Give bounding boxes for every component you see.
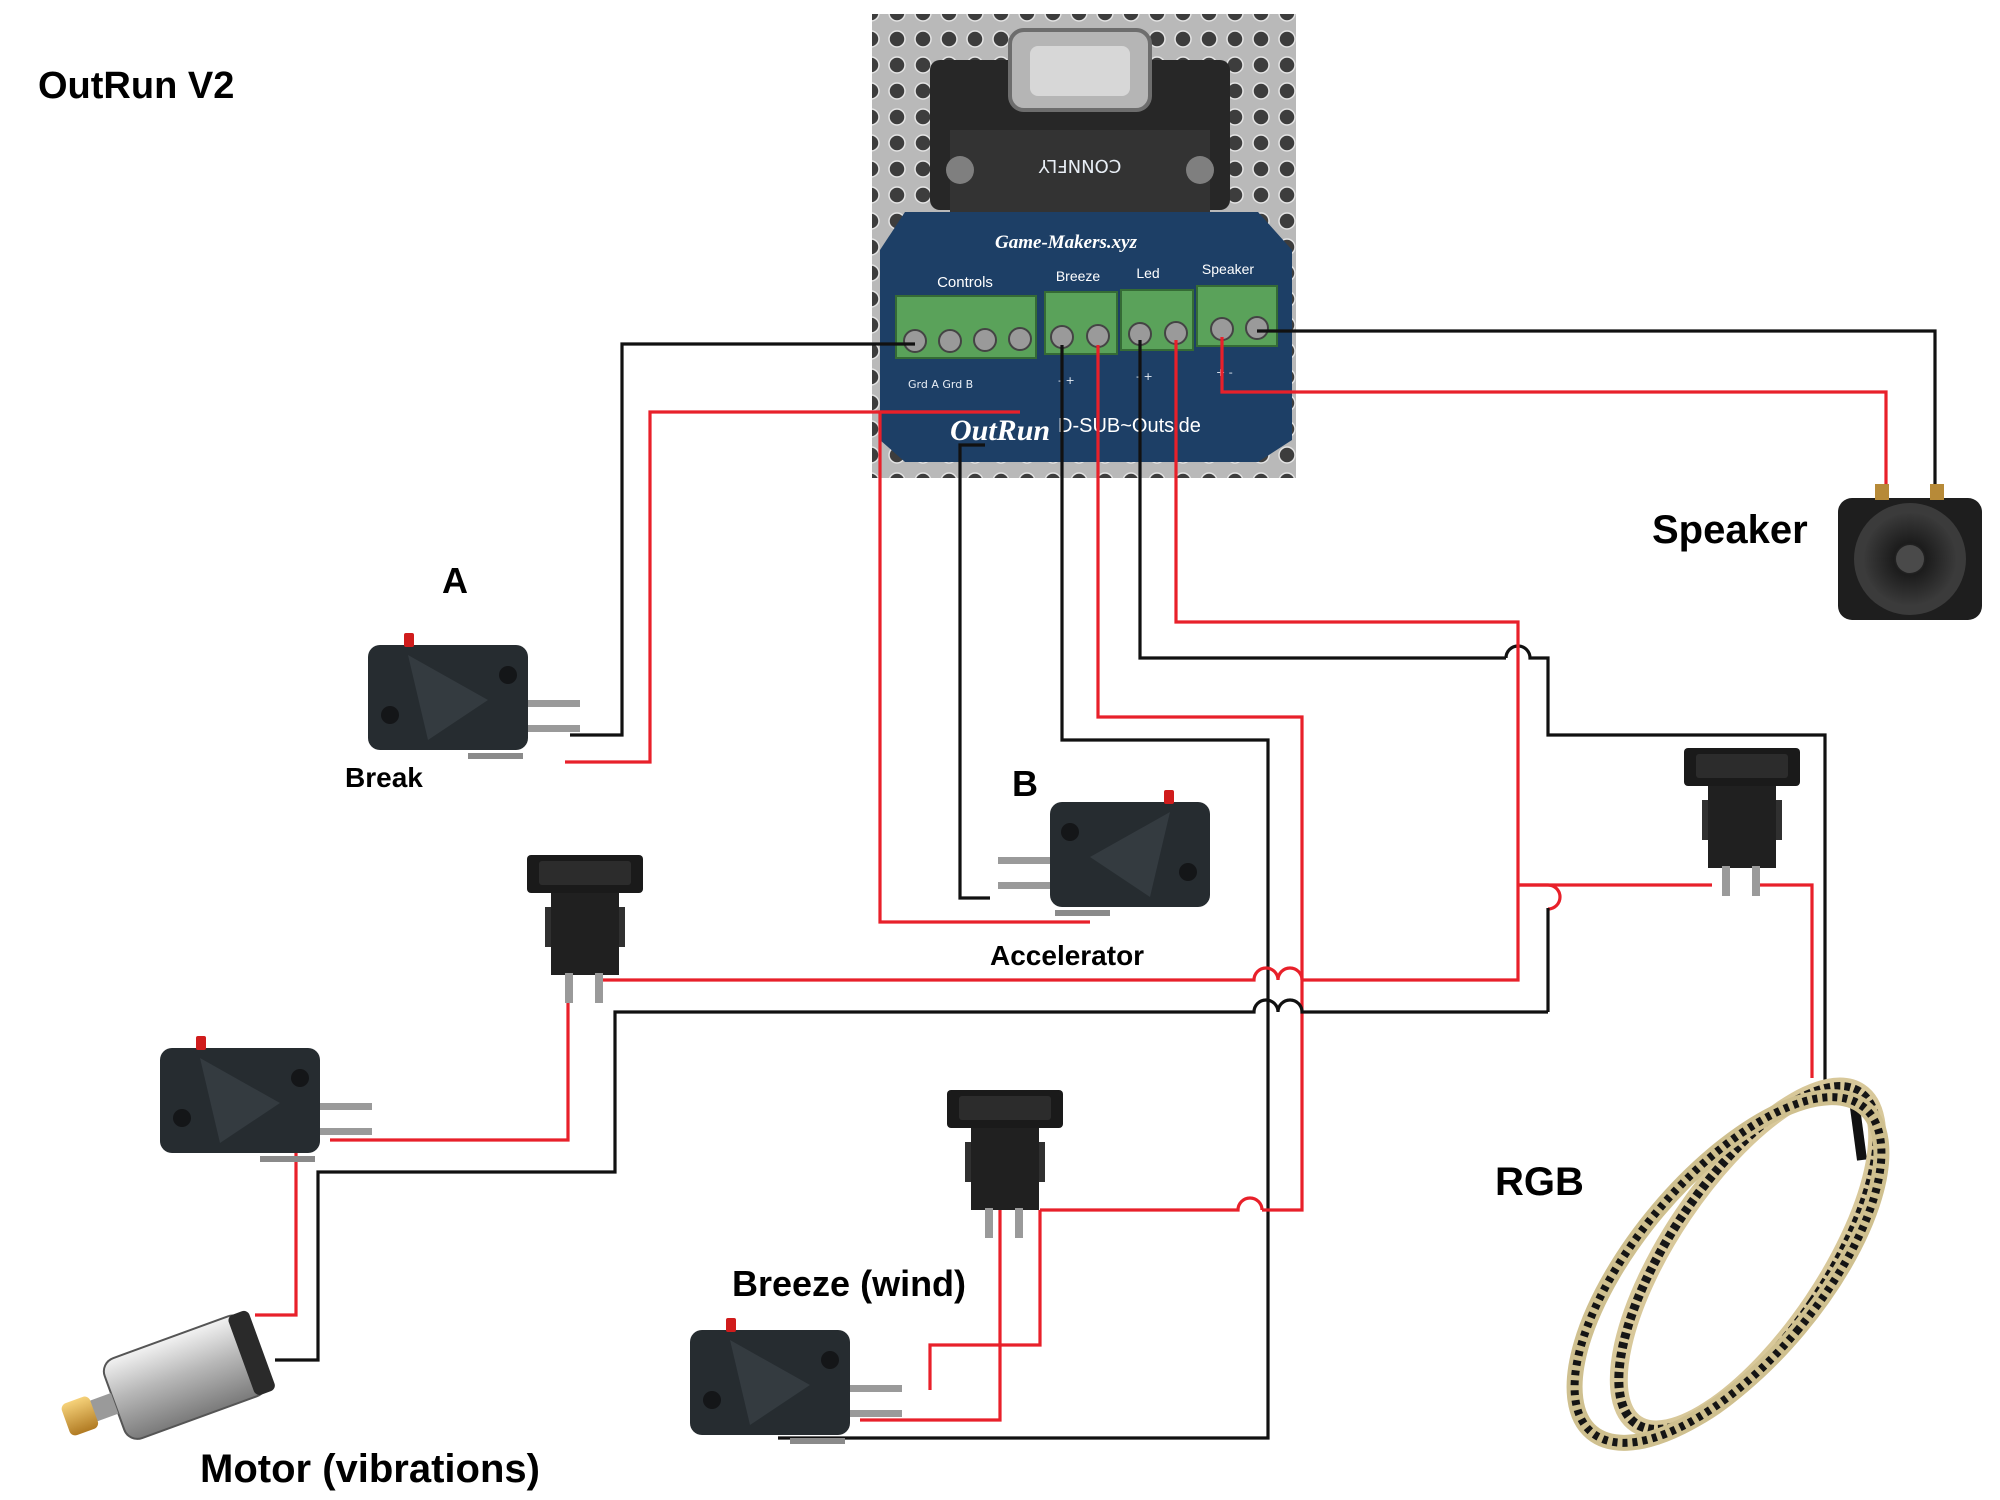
label-speaker: Speaker bbox=[1652, 508, 1808, 552]
wire-break-signal bbox=[565, 410, 950, 764]
wire-led-positive-a bbox=[1174, 340, 1520, 885]
terminal-group-label-speaker: Speaker bbox=[1202, 261, 1254, 277]
wires bbox=[255, 329, 1937, 1440]
board-brand: Game-Makers.xyz bbox=[995, 232, 1138, 253]
vibration-motor-icon: Motor (vibrations) bbox=[61, 1310, 540, 1491]
microswitch-accelerator: B Accelerator bbox=[990, 763, 1210, 971]
wire-led-ground-b bbox=[1504, 644, 1827, 1085]
connector-marking: CONNFLY bbox=[1038, 155, 1122, 176]
wire-motor-ground bbox=[275, 998, 1548, 1362]
terminal-group-label-led: Led bbox=[1136, 265, 1159, 281]
wire-speaker-positive bbox=[1220, 337, 1888, 485]
wire-speaker-negative bbox=[1257, 329, 1937, 485]
label-break: Break bbox=[345, 762, 423, 793]
wire-led-positive-b bbox=[1302, 885, 1520, 982]
terminal-group-label-controls: Controls bbox=[937, 274, 993, 291]
terminal-block-speaker bbox=[1196, 285, 1278, 347]
label-motor: Motor (vibrations) bbox=[200, 1447, 540, 1491]
terminal-block-controls bbox=[895, 295, 1037, 359]
label-accelerator: Accelerator bbox=[990, 940, 1144, 971]
pin-labels-speaker: + - bbox=[1216, 366, 1233, 379]
wire-breeze-switch-out bbox=[860, 1210, 1002, 1422]
wire-accelerator-signal bbox=[878, 410, 1090, 924]
terminal-group-label-breeze: Breeze bbox=[1056, 268, 1101, 284]
wire-accelerator-ground bbox=[958, 443, 990, 900]
wire-breeze-positive bbox=[1096, 345, 1304, 1212]
dsub-connector: CONNFLY bbox=[930, 28, 1230, 212]
wire-motor-switch-out bbox=[330, 980, 570, 1142]
wire-breeze-crossover bbox=[1040, 1196, 1264, 1212]
speaker-icon: Speaker bbox=[1652, 484, 1982, 620]
board-caption: D-SUB~Outside bbox=[1058, 415, 1201, 437]
controller-board: CONNFLY Game-Makers.xyz Controls Breeze … bbox=[872, 14, 1296, 478]
diagram-title: OutRun V2 bbox=[38, 65, 234, 107]
wire-breeze-switch-link bbox=[928, 1210, 1042, 1390]
wire-breeze-ground bbox=[778, 345, 1270, 1440]
microswitch-motor bbox=[160, 1036, 372, 1162]
wire-break-ground bbox=[570, 342, 915, 737]
label-b: B bbox=[1012, 763, 1038, 804]
microswitch-break: A Break bbox=[345, 560, 580, 793]
label-breeze: Breeze (wind) bbox=[732, 1263, 966, 1304]
pin-labels-controls: Grd A Grd B bbox=[908, 378, 973, 391]
label-rgb: RGB bbox=[1495, 1160, 1584, 1204]
label-a: A bbox=[442, 560, 468, 601]
board-logo: OutRun bbox=[950, 414, 1050, 447]
terminal-block-led bbox=[1120, 289, 1194, 351]
wire-led-positive-hop bbox=[1518, 883, 1562, 911]
wire-motor-positive bbox=[255, 1140, 298, 1317]
wire-led-to-motor-switch bbox=[602, 966, 1304, 982]
wire-led-ground-a bbox=[1138, 340, 1506, 660]
rocker-switch-breeze bbox=[947, 1090, 1063, 1238]
microswitch-breeze: Breeze (wind) bbox=[690, 1263, 966, 1444]
rocker-switch-led bbox=[1684, 748, 1800, 896]
terminal-block-breeze bbox=[1044, 291, 1118, 355]
wire-rocker-to-strip bbox=[1752, 883, 1814, 1078]
rgb-led-strip-icon: RGB bbox=[1495, 1077, 1890, 1451]
